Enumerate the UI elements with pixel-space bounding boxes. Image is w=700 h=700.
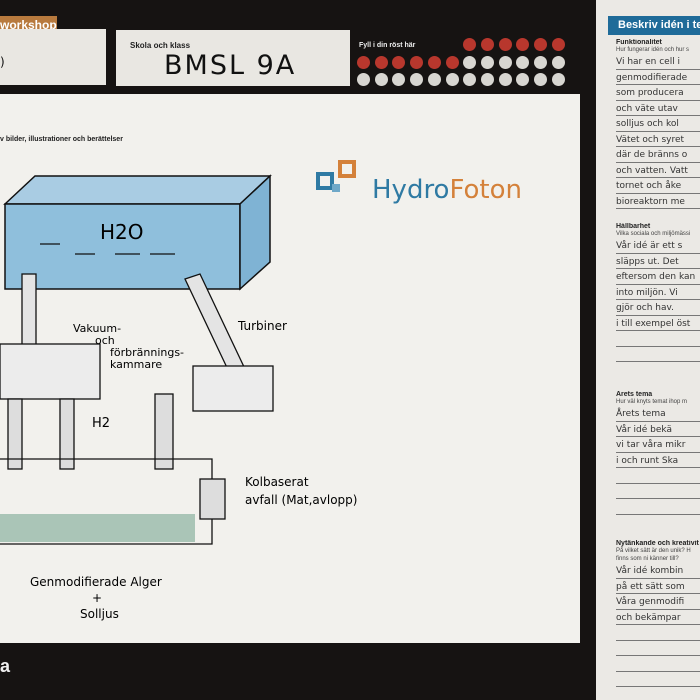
drawing-sheet: v bilder, illustrationer och berättelser…: [0, 94, 580, 643]
vote-dot[interactable]: [516, 55, 530, 69]
turbine-label: Turbiner: [237, 319, 287, 333]
answer-line[interactable]: Vi har en cell i: [616, 54, 700, 70]
tank-label: H2O: [100, 220, 144, 244]
answer-line[interactable]: Vår idé bekä: [616, 422, 700, 437]
answer-line[interactable]: [616, 625, 700, 641]
answer-line[interactable]: i till exempel öst: [616, 316, 700, 331]
vote-dot[interactable]: [516, 38, 530, 51]
vote-dot[interactable]: [498, 73, 512, 86]
section-heading: Nytänkande och kreativit: [616, 540, 699, 547]
vote-dot[interactable]: [534, 38, 547, 51]
school-box: Skola och klass BMSL 9A: [116, 30, 350, 86]
vote-dot[interactable]: [480, 55, 494, 69]
section-question: finns som ni känner till?: [616, 556, 679, 562]
vote-dot[interactable]: [480, 73, 494, 86]
vote-dot[interactable]: [534, 73, 547, 86]
answer-line[interactable]: into miljön. Vi: [616, 285, 700, 300]
vote-dot[interactable]: [427, 73, 441, 86]
vote-dot[interactable]: [463, 73, 477, 86]
vote-dot[interactable]: [357, 73, 370, 86]
name-value: ): [0, 55, 5, 69]
answer-line[interactable]: släpps ut. Det: [616, 254, 700, 269]
vote-dot[interactable]: [516, 73, 530, 86]
answer-line[interactable]: [616, 468, 700, 484]
section-heading: Funktionalitet: [616, 39, 662, 46]
answer-line[interactable]: gjör och hav.: [616, 300, 700, 316]
answer-line[interactable]: solljus och kol: [616, 116, 700, 132]
name-box: ): [0, 29, 106, 85]
section-heading: Årets tema: [616, 391, 653, 398]
answer-line[interactable]: Vätet och syret: [616, 132, 700, 147]
vote-dot[interactable]: [551, 73, 565, 86]
answer-line[interactable]: i och runt Ska: [616, 453, 700, 468]
answer-line[interactable]: [616, 484, 700, 499]
answer-line[interactable]: och bekämpar: [616, 610, 700, 625]
panel-title: Beskriv idén i te: [608, 16, 700, 35]
answer-line[interactable]: och vatten. Vatt: [616, 163, 700, 178]
answer-line[interactable]: där de bränns o: [616, 147, 700, 163]
vote-dot[interactable]: [445, 73, 459, 86]
water-tank: [3, 174, 272, 291]
answer-line[interactable]: [616, 672, 700, 687]
school-value: BMSL 9A: [164, 50, 297, 81]
vote-dot[interactable]: [463, 38, 477, 51]
vote-dot[interactable]: [410, 55, 424, 69]
answer-line[interactable]: och väte utav: [616, 101, 700, 116]
vote-dot[interactable]: [374, 73, 388, 86]
vote-dot[interactable]: [551, 55, 565, 69]
answer-line[interactable]: [616, 641, 700, 656]
vote-dot[interactable]: [498, 55, 512, 69]
answer-line[interactable]: [616, 499, 700, 515]
answer-line[interactable]: som producera: [616, 85, 700, 101]
vote-dot[interactable]: [392, 55, 406, 69]
algae-layer: [0, 514, 195, 542]
answer-line[interactable]: [616, 331, 700, 347]
vote-dot[interactable]: [410, 73, 424, 86]
h2-label: H2: [92, 416, 110, 431]
answer-line[interactable]: eftersom den kan: [616, 269, 700, 285]
vote-dot[interactable]: [357, 55, 370, 69]
algae-label: Genmodifierade Alger+Solljus: [30, 575, 162, 621]
vote-dot[interactable]: [498, 38, 512, 51]
school-label: Skola och klass: [130, 41, 191, 50]
answer-line[interactable]: Årets tema: [616, 406, 700, 422]
vote-dot[interactable]: [534, 55, 547, 69]
brand-logo: a: [0, 656, 11, 676]
vote-dot[interactable]: [480, 38, 494, 51]
answer-line[interactable]: genmodifierade: [616, 70, 700, 85]
logo-text: HydroFoton: [372, 175, 522, 205]
answer-line[interactable]: tornet och åke: [616, 178, 700, 194]
vote-dot[interactable]: [374, 55, 388, 69]
section-heading: Hållbarhet: [616, 223, 651, 230]
vote-dot[interactable]: [463, 55, 477, 69]
vote-dot[interactable]: [392, 73, 406, 86]
answer-line[interactable]: bioreaktorn me: [616, 194, 700, 209]
vote-label: Fyll i din röst här: [359, 42, 416, 49]
answer-line[interactable]: [616, 347, 700, 362]
answer-line[interactable]: på ett sätt som: [616, 579, 700, 594]
section-question: Vilka sociala och miljömässi: [616, 231, 691, 237]
answer-line[interactable]: Vår idé är ett s: [616, 238, 700, 254]
answer-line[interactable]: vi tar våra mikr: [616, 437, 700, 453]
sheet-subtitle: v bilder, illustrationer och berättelser: [0, 136, 123, 143]
vote-dot[interactable]: [427, 55, 441, 69]
answer-line[interactable]: [616, 656, 700, 672]
section-question: Hur fungerar idén och hur s: [616, 47, 690, 53]
section-question: På vilket sätt är den unik? H: [616, 548, 691, 554]
answer-line[interactable]: Våra genmodifi: [616, 594, 700, 610]
section-question: Hur väl knyts temat ihop m: [616, 399, 688, 405]
answer-line[interactable]: Vår idé kombin: [616, 563, 700, 579]
logo-mark: [316, 160, 356, 192]
vote-dot[interactable]: [551, 38, 565, 51]
vote-dot[interactable]: [445, 55, 459, 69]
